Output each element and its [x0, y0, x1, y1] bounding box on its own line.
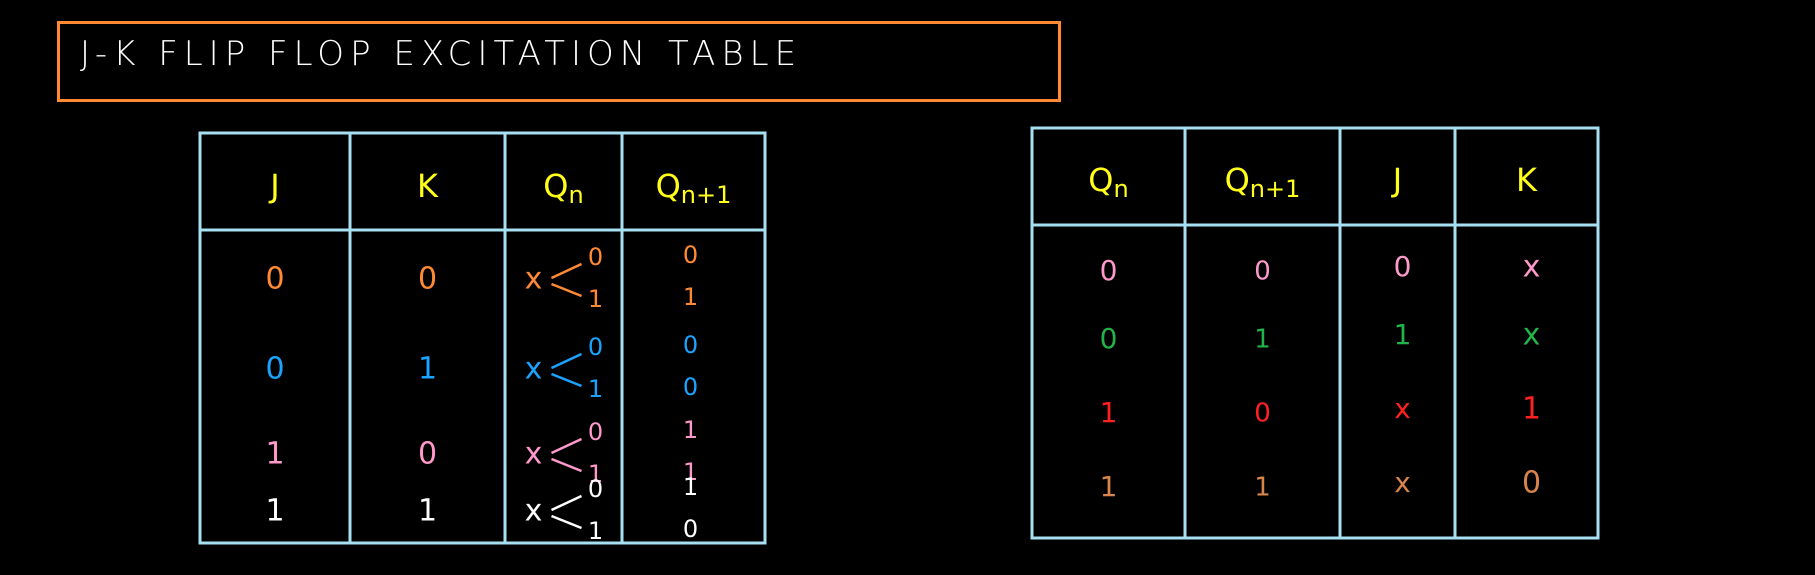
arrow-up: [550, 262, 583, 280]
cell-k: 0: [418, 262, 437, 297]
cell-qn1: 1: [1254, 325, 1271, 355]
cell-j: 1: [265, 437, 284, 472]
cell-k: x: [1523, 318, 1541, 353]
cell-k: 1: [1522, 392, 1541, 427]
cell-j: 0: [265, 262, 284, 297]
cell-qn-0: 0: [588, 333, 603, 361]
cell-qn: 1: [1100, 396, 1118, 429]
cell-k: 1: [418, 494, 437, 529]
cell-qn-1: 1: [588, 460, 603, 488]
cell-qn1-b: 1: [683, 458, 698, 486]
page-title: J-K FLIP FLOP EXCITATION TABLE: [80, 34, 803, 74]
cell-qn: 0: [1100, 254, 1118, 287]
header-j: J: [1391, 161, 1402, 199]
cell-qn1: 0: [1254, 257, 1271, 287]
cell-qn1-b: 1: [683, 283, 698, 311]
cell-qn1-b: 0: [683, 515, 698, 543]
cell-qn1-a: 0: [683, 331, 698, 359]
arrow-down: [551, 457, 582, 473]
cell-qn: 1: [1100, 470, 1118, 503]
cell-qn-1: 1: [588, 285, 603, 313]
arrow-down: [551, 372, 582, 388]
excitation-table: Qn Qn+1 J K 0 0 0 x 0 1 1 x 1 0 x 1 1 1 x 0: [1030, 126, 1600, 540]
header-qn: Qn: [543, 167, 583, 209]
cell-k: 0: [1522, 466, 1541, 501]
arrow-up: [550, 352, 583, 370]
header-qn: Qn: [1088, 161, 1128, 203]
arrow-down: [551, 514, 582, 530]
title-box: J-K FLIP FLOP EXCITATION TABLE: [57, 21, 1061, 102]
cell-qn-x: x: [525, 262, 543, 297]
header-qn-plus-1: Qn+1: [656, 167, 732, 209]
cell-qn: 0: [1100, 322, 1118, 355]
cell-j: 0: [1394, 250, 1412, 283]
cell-qn-0: 0: [588, 418, 603, 446]
table-border: [1030, 126, 1600, 540]
header-k: K: [1516, 161, 1538, 199]
header-qn-plus-1: Qn+1: [1225, 161, 1301, 203]
cell-qn-0: 0: [588, 243, 603, 271]
cell-j: 1: [1394, 318, 1412, 351]
cell-j: x: [1394, 392, 1411, 425]
cell-qn1: 1: [1254, 473, 1271, 503]
table-border: [198, 131, 767, 545]
arrow-down: [551, 282, 582, 298]
cell-qn-x: x: [525, 437, 543, 472]
header-j: J: [268, 167, 279, 205]
arrow-up: [550, 437, 583, 455]
cell-qn1-a: 0: [683, 241, 698, 269]
cell-qn1-a: 1: [683, 416, 698, 444]
header-k: K: [417, 167, 439, 205]
cell-j: 1: [265, 494, 284, 529]
cell-j: 0: [265, 352, 284, 387]
cell-qn1: 0: [1254, 399, 1271, 429]
cell-qn-0: 0: [588, 475, 603, 503]
cell-qn1-b: 0: [683, 373, 698, 401]
cell-k: 1: [418, 352, 437, 387]
cell-k: x: [1523, 250, 1541, 285]
cell-k: 0: [418, 437, 437, 472]
cell-j: x: [1394, 466, 1411, 499]
cell-qn-x: x: [525, 494, 543, 529]
arrow-up: [550, 494, 583, 512]
cell-qn-1: 1: [588, 375, 603, 403]
cell-qn-1: 1: [588, 517, 603, 545]
cell-qn-x: x: [525, 352, 543, 387]
cell-qn1-a: 1: [683, 473, 698, 501]
